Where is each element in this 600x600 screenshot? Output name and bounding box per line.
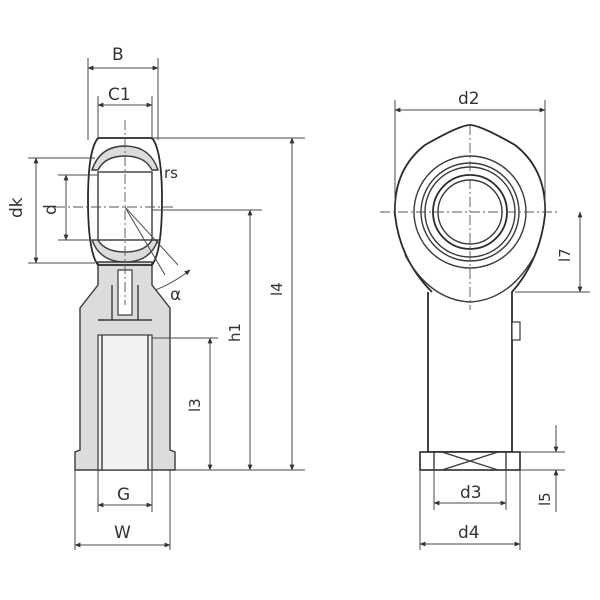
spherical-ball <box>87 137 163 266</box>
label-h1: h1 <box>226 323 244 342</box>
label-G: G <box>117 485 130 505</box>
grease-nipple <box>511 321 521 341</box>
label-d: d <box>41 204 61 215</box>
threaded-bore <box>97 334 153 471</box>
front-body <box>394 124 546 453</box>
label-dk: dk <box>7 197 27 218</box>
label-d4: d4 <box>458 523 480 543</box>
label-rs: rs <box>164 164 178 182</box>
label-W: W <box>114 523 131 543</box>
label-l5: l5 <box>536 492 554 506</box>
label-C1: C1 <box>108 85 131 105</box>
front-view: d2 l7 d3 d4 l5 <box>380 89 590 550</box>
label-l7: l7 <box>556 248 574 262</box>
label-B: B <box>112 45 124 65</box>
label-l4: l4 <box>268 282 286 296</box>
outer-race-top <box>91 145 159 171</box>
side-view: B C1 rs dk d α l3 h1 l4 <box>7 45 305 550</box>
label-d3: d3 <box>460 483 482 503</box>
label-l3: l3 <box>186 398 204 412</box>
label-d2: d2 <box>458 89 480 109</box>
label-alpha: α <box>170 285 181 305</box>
